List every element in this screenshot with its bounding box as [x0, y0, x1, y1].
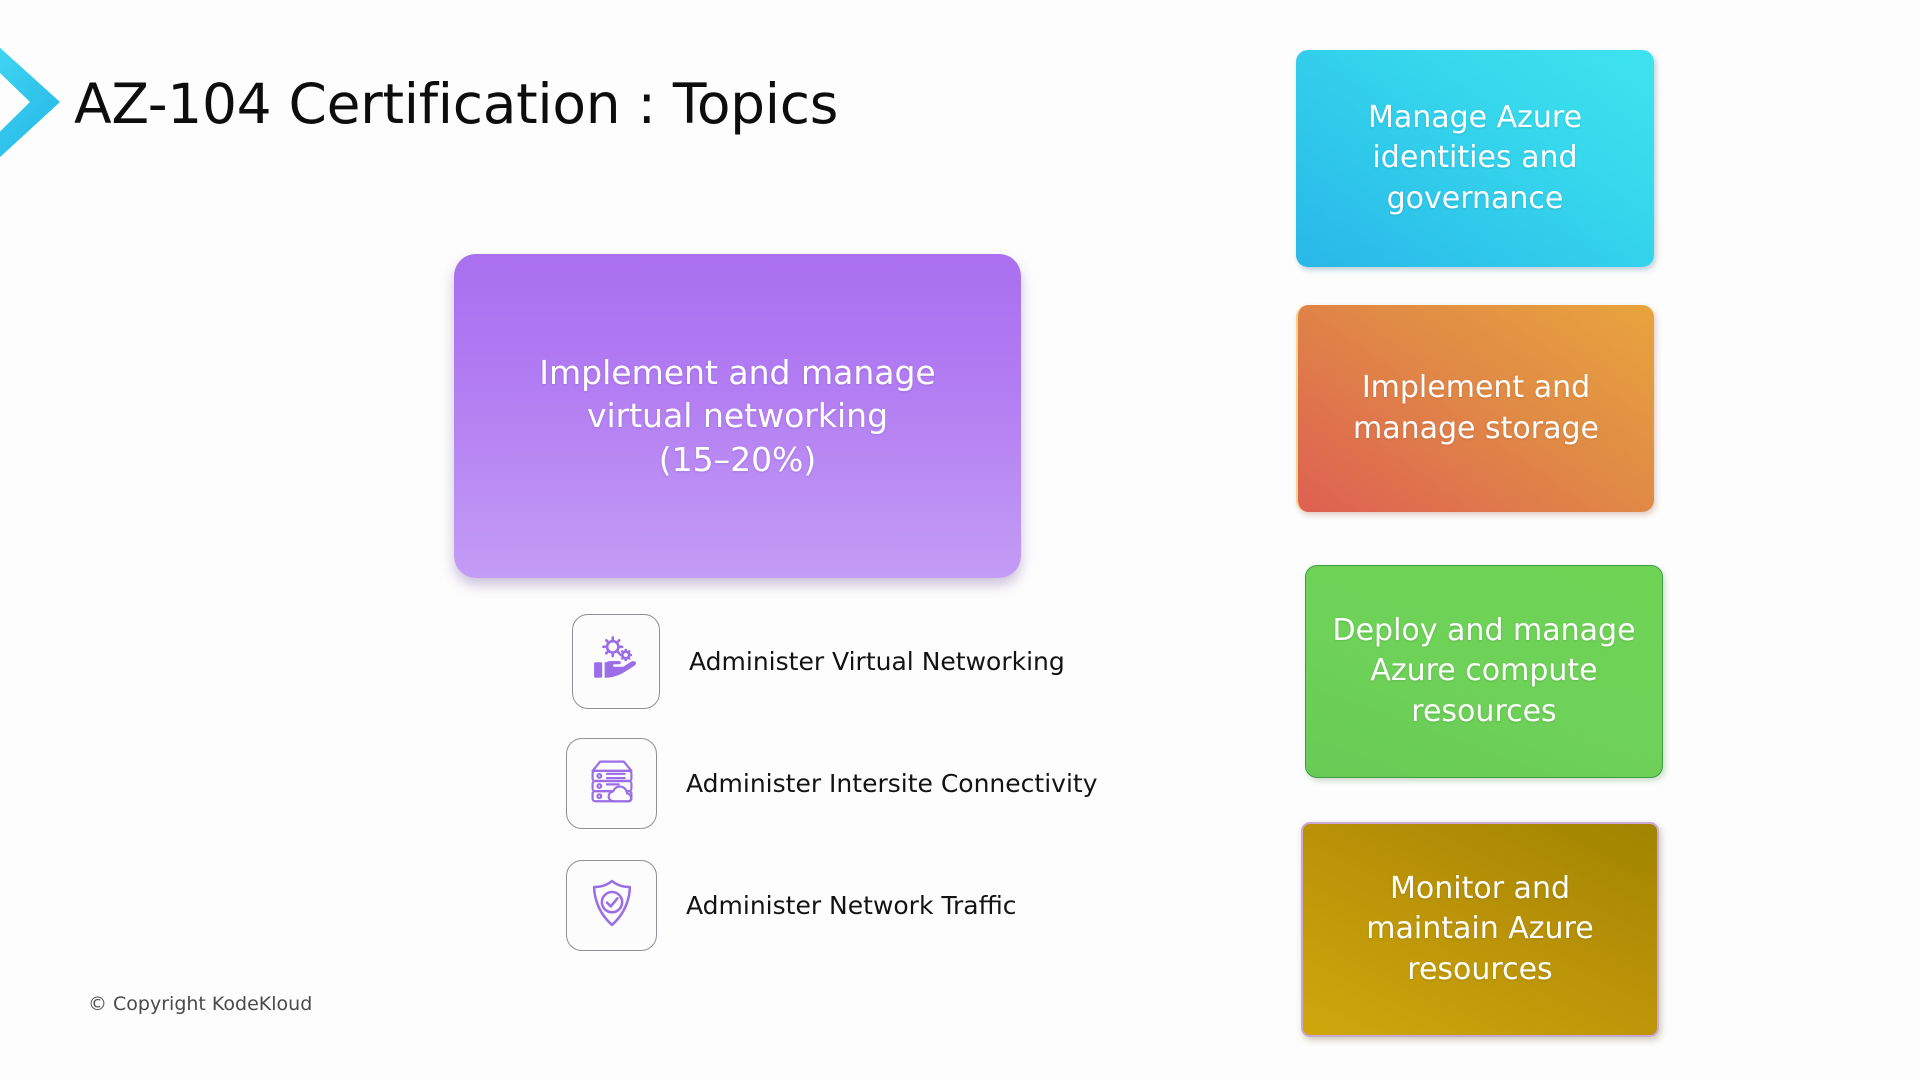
list-item[interactable]: Administer Virtual Networking: [566, 600, 1326, 722]
topic-label: Administer Intersite Connectivity: [686, 768, 1098, 798]
hand-holding-gears-icon: [590, 633, 642, 689]
topic-icon-box: [566, 859, 657, 951]
main-topic-card: Implement and manage virtual networking …: [454, 254, 1021, 578]
main-topic-card-text: Implement and manage virtual networking …: [539, 352, 936, 479]
side-card-text: Deploy and manage Azure compute resource…: [1332, 612, 1636, 729]
chevron-right-icon: [0, 40, 64, 165]
list-item[interactable]: Administer Intersite Connectivity: [566, 722, 1326, 844]
side-card-text: Manage Azure identities and governance: [1367, 99, 1583, 216]
server-cloud-icon: [585, 754, 639, 812]
side-card-text: Monitor and maintain Azure resources: [1366, 870, 1594, 987]
topic-icon-box: [572, 613, 660, 709]
topic-label: Administer Virtual Networking: [689, 646, 1065, 676]
topic-list: Administer Virtual Networking: [566, 600, 1326, 966]
side-card-compute: Deploy and manage Azure compute resource…: [1305, 565, 1663, 778]
side-card-text: Implement and manage storage: [1352, 370, 1599, 446]
side-card-identities: Manage Azure identities and governance: [1296, 50, 1654, 267]
side-card-monitor: Monitor and maintain Azure resources: [1301, 822, 1659, 1037]
side-card-storage: Implement and manage storage: [1296, 305, 1654, 512]
copyright-notice: © Copyright KodeKloud: [88, 993, 313, 1015]
topic-icon-box: [566, 737, 657, 829]
list-item[interactable]: Administer Network Traffic: [566, 844, 1326, 966]
topic-label: Administer Network Traffic: [686, 890, 1017, 920]
shield-check-icon: [585, 876, 639, 934]
page-title: AZ-104 Certification : Topics: [74, 72, 839, 136]
